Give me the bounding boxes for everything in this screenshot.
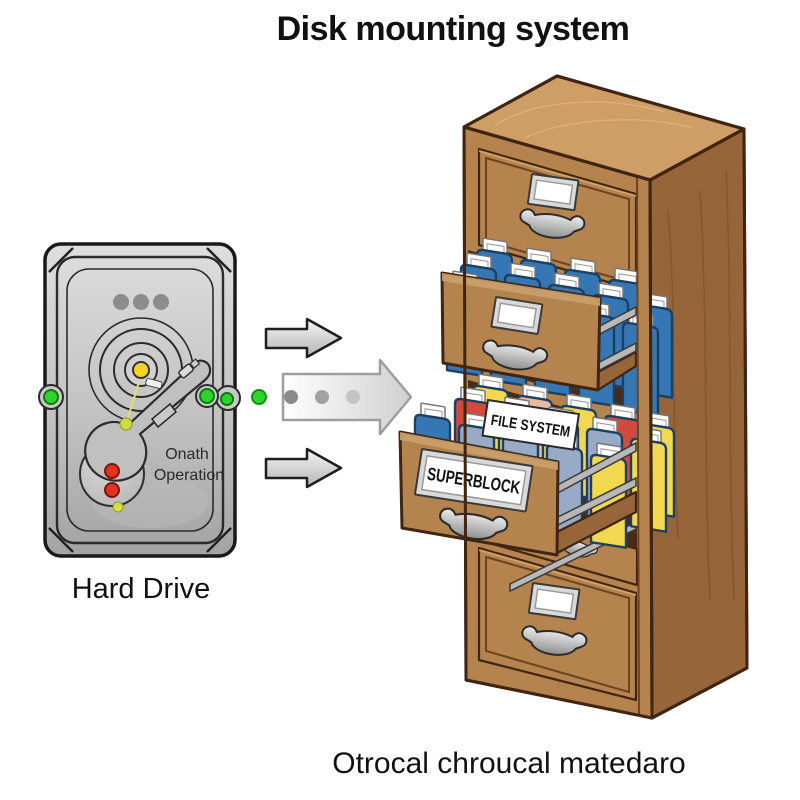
drawer-1-closed bbox=[477, 147, 638, 292]
spindle-dot bbox=[132, 361, 150, 379]
actuator-arm-icon bbox=[79, 358, 212, 528]
page-title: Disk mounting system bbox=[277, 10, 630, 48]
drive-annotation-line2: Operation bbox=[154, 467, 224, 484]
drawer-5-label-card bbox=[527, 582, 581, 621]
drawer-3-open: FILE SYSTEM SUPERBLOCK bbox=[398, 371, 676, 593]
flow-arrows bbox=[251, 317, 413, 489]
superblock-label-card: SUPERBLOCK bbox=[414, 448, 534, 513]
filing-cabinet-illustration: FILE SYSTEM SUPERBLOCK bbox=[398, 74, 749, 720]
drawer-2-open bbox=[440, 235, 674, 417]
flow-arrow-top-icon bbox=[264, 317, 343, 359]
caption: Otrocal chroucal matedaro bbox=[332, 747, 686, 780]
vent-dots bbox=[113, 294, 169, 310]
drive-annotation-line1: Onath bbox=[165, 446, 209, 463]
status-dots bbox=[43, 388, 234, 406]
flow-arrow-bottom-icon bbox=[264, 447, 343, 489]
file-system-tab: FILE SYSTEM bbox=[481, 398, 581, 451]
cabinet-right-stile bbox=[637, 176, 652, 718]
hard-drive-label: Hard Drive bbox=[72, 573, 211, 605]
drawer-1-label-card bbox=[526, 173, 580, 212]
head-red-dot bbox=[104, 463, 120, 479]
drawer-2-label-card bbox=[490, 296, 544, 335]
hard-drive-corner-brackets bbox=[48, 247, 232, 553]
hard-drive-illustration: Onath Operation bbox=[38, 242, 241, 558]
flow-dots bbox=[251, 389, 360, 405]
head-red-dot bbox=[104, 482, 120, 498]
